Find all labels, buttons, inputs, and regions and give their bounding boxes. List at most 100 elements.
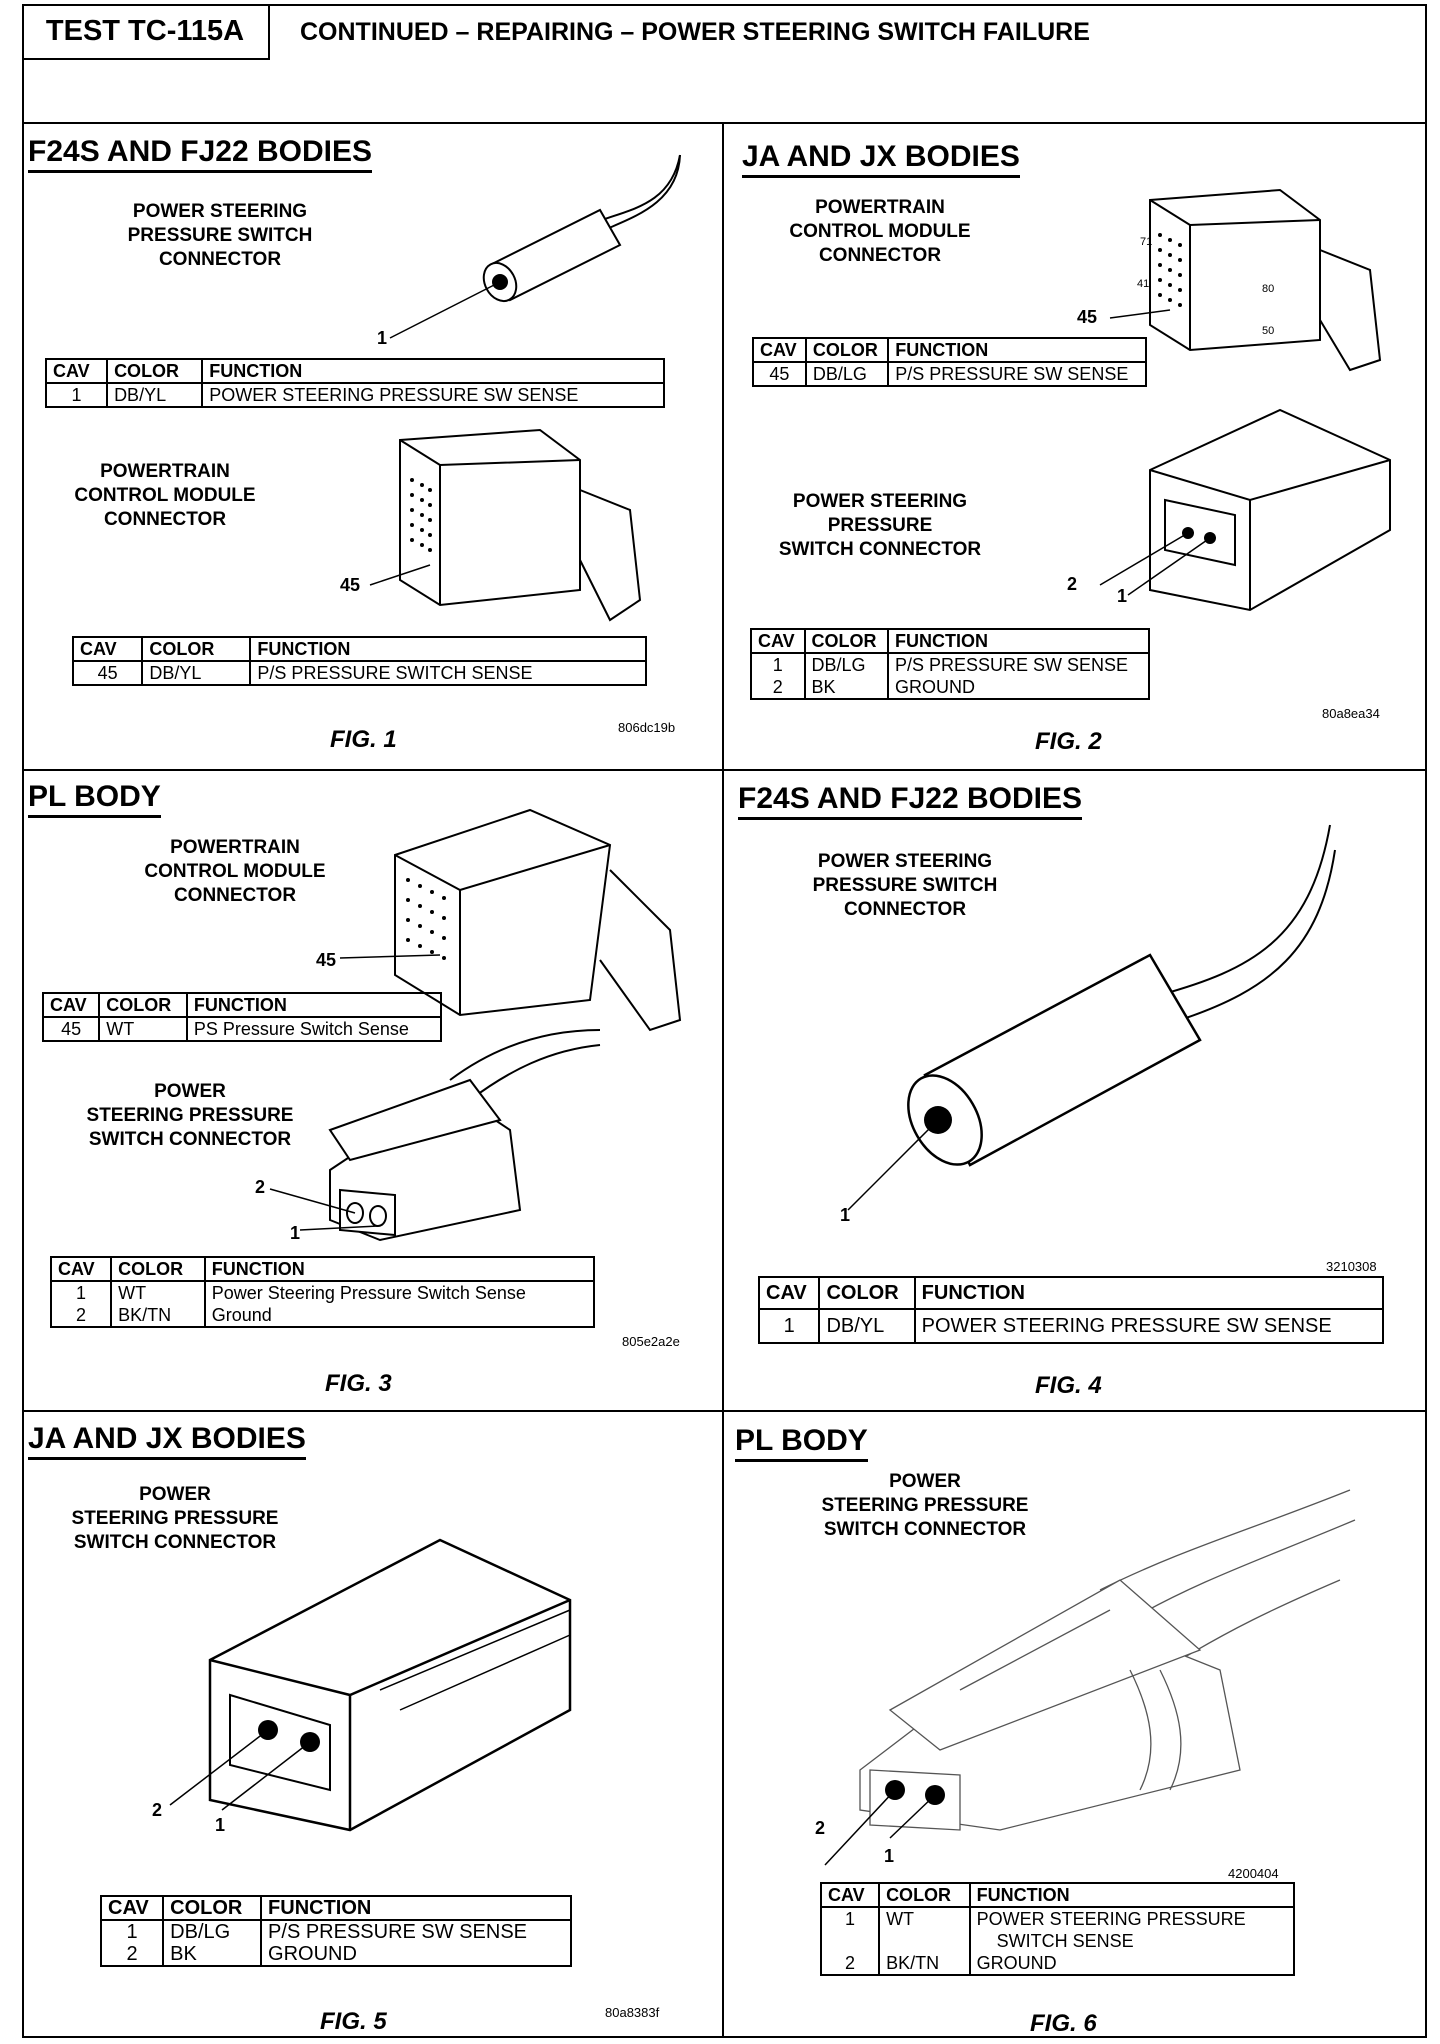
table-cell: FUNCTION bbox=[185, 993, 441, 1018]
table-cell: BK/TN bbox=[110, 1304, 205, 1327]
table-cell: CAV bbox=[44, 359, 108, 384]
page-frame bbox=[22, 4, 1427, 2038]
table-cell: 2 bbox=[750, 676, 805, 699]
table-cell: COLOR bbox=[818, 1277, 915, 1310]
pin-callout: 45 bbox=[1077, 307, 1098, 327]
table-cell: FUNCTION bbox=[249, 637, 646, 662]
pin-callout: 1 bbox=[215, 1815, 226, 1835]
table-cell: DB/LG bbox=[804, 362, 889, 386]
column-divider bbox=[722, 124, 724, 2038]
pin-callout: 1 bbox=[840, 1205, 851, 1225]
label-line: CONNECTOR bbox=[843, 899, 967, 920]
table-cell: 1 bbox=[750, 653, 805, 676]
table-cell: SWITCH SENSE bbox=[968, 1930, 1294, 1952]
table-cell: 1 bbox=[99, 1920, 164, 1943]
label-line: POWERTRAIN bbox=[815, 197, 945, 218]
table-cell bbox=[878, 1930, 970, 1952]
label-line: POWER bbox=[139, 1484, 211, 1505]
pressure-switch-connector-drawing bbox=[389, 154, 681, 339]
table-cell: P/S PRESSURE SW SENSE bbox=[887, 362, 1146, 386]
label-line: POWERTRAIN bbox=[100, 461, 230, 482]
table-cell: FUNCTION bbox=[203, 1257, 594, 1282]
figure-code: 806dc19b bbox=[618, 720, 676, 735]
table-cell: CAV bbox=[49, 1257, 112, 1282]
pin-callout: 1 bbox=[290, 1223, 301, 1243]
table-cell: FUNCTION bbox=[887, 338, 1146, 363]
table-cell: COLOR bbox=[98, 993, 187, 1018]
pin-callout: 2 bbox=[815, 1818, 826, 1838]
table-cell: GROUND bbox=[886, 676, 1149, 699]
table-cell: CAV bbox=[819, 1883, 880, 1908]
table-cell: BK/TN bbox=[878, 1952, 970, 1975]
table-cell: WT bbox=[110, 1281, 205, 1304]
table-cell: 2 bbox=[99, 1943, 164, 1966]
pin-callout: 45 bbox=[340, 575, 361, 595]
table-row: SWITCH SENSE bbox=[819, 1930, 1294, 1952]
figure-code: 80a8383f bbox=[605, 2005, 660, 2020]
page-header: TEST TC-115A CONTINUED – REPAIRING – POW… bbox=[22, 4, 1427, 124]
pin-callout: 45 bbox=[316, 950, 337, 970]
pressure-switch-connector-drawing bbox=[169, 1538, 572, 1832]
pin-number: 71 bbox=[1140, 236, 1153, 248]
table-cell: CAV bbox=[99, 1896, 164, 1921]
table-cell: P/S PRESSURE SW SENSE bbox=[886, 653, 1149, 676]
pin-callout: 2 bbox=[255, 1177, 266, 1197]
panel-title: F24S AND FJ22 BODIES bbox=[738, 782, 1082, 820]
label-line: POWER bbox=[154, 1081, 226, 1102]
table-cell: Power Steering Pressure Switch Sense bbox=[203, 1281, 594, 1304]
table-cell: 2 bbox=[49, 1304, 112, 1327]
table-cell: 2 bbox=[819, 1952, 880, 1975]
table-cell: DB/YL bbox=[141, 661, 251, 685]
table-cell: COLOR bbox=[804, 338, 889, 363]
label-line: SWITCH CONNECTOR bbox=[778, 539, 982, 560]
pressure-switch-connector-drawing bbox=[847, 824, 1336, 1211]
table-cell: WT bbox=[98, 1017, 187, 1041]
panel-title: PL BODY bbox=[735, 1424, 868, 1462]
table-cell: Ground bbox=[203, 1304, 594, 1327]
table-cell: 45 bbox=[41, 1017, 100, 1041]
label-line: CONTROL MODULE bbox=[144, 861, 326, 882]
table-cell: CAV bbox=[752, 338, 806, 363]
figure-label: FIG. 2 bbox=[1035, 728, 1102, 755]
figure-code: 4200404 bbox=[1228, 1866, 1279, 1881]
row-divider-2 bbox=[22, 1410, 1427, 1412]
pin-number: 80 bbox=[1262, 283, 1275, 295]
label-line: CONNECTOR bbox=[158, 249, 282, 270]
table-cell: DB/YL bbox=[818, 1309, 915, 1343]
pcm-connector-drawing bbox=[339, 808, 682, 1032]
label-line: STEERING PRESSURE bbox=[86, 1105, 294, 1126]
pin-callout: 1 bbox=[1117, 586, 1128, 606]
pcm-connector-drawing bbox=[369, 428, 642, 622]
table-cell: CAV bbox=[750, 629, 805, 654]
label-line: POWER STEERING bbox=[132, 201, 308, 222]
figure-label: FIG. 1 bbox=[330, 726, 397, 753]
page-title: CONTINUED – REPAIRING – POWER STEERING S… bbox=[300, 18, 1090, 46]
label-line: PRESSURE SWITCH bbox=[127, 225, 313, 246]
pcm-connector-drawing bbox=[1109, 188, 1382, 372]
figure-code: 80a8ea34 bbox=[1322, 706, 1380, 721]
table-cell: 1 bbox=[757, 1309, 820, 1343]
